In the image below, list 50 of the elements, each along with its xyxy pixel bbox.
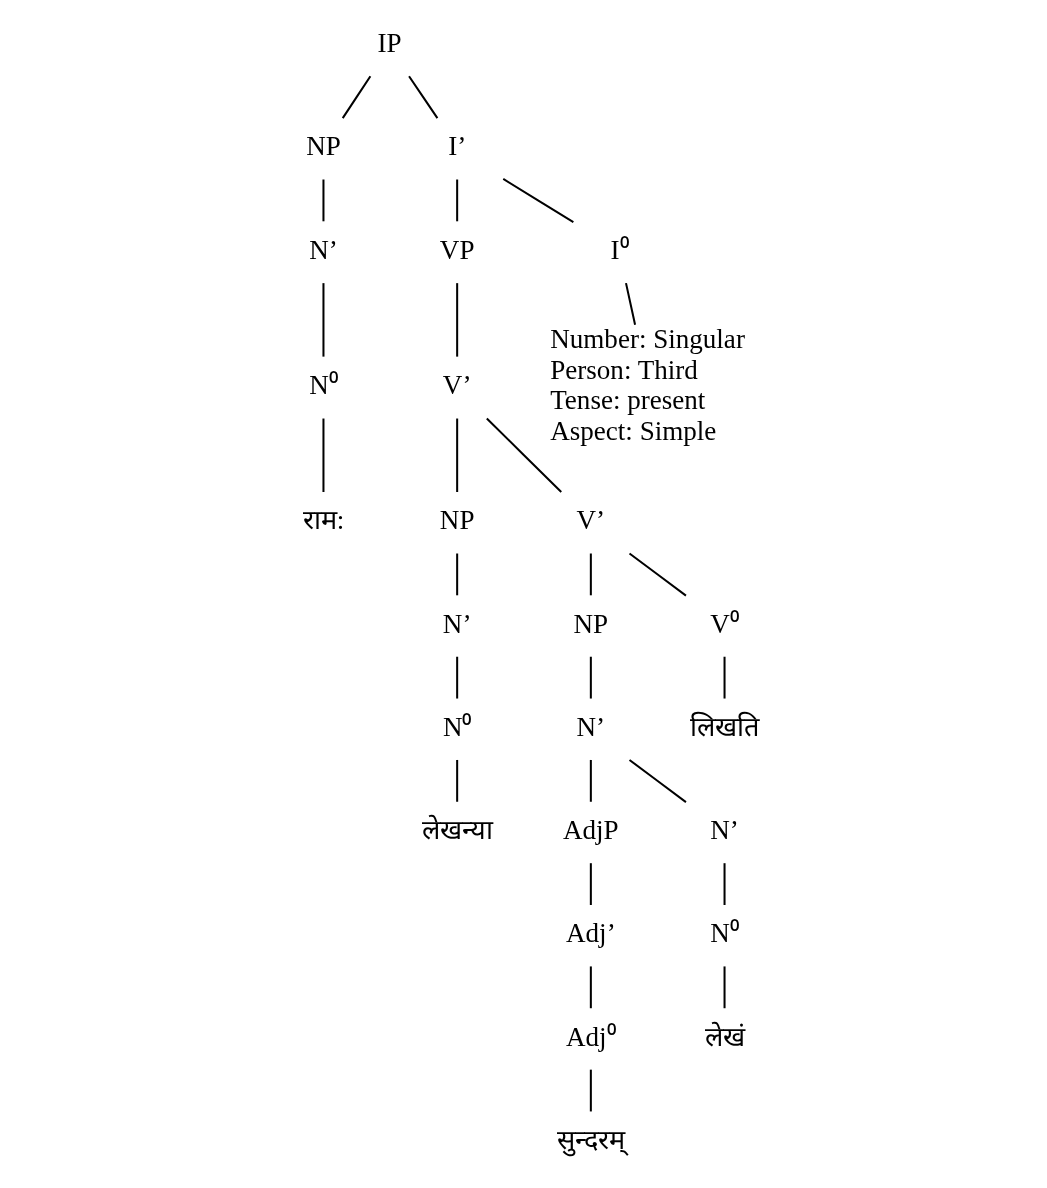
node-text: AdjP <box>562 815 619 846</box>
node-text: NP <box>305 131 341 162</box>
connector <box>628 759 687 803</box>
node-text: Adj’ <box>565 918 616 949</box>
connector <box>455 283 458 357</box>
node-text: राम: <box>302 505 344 536</box>
connector <box>589 863 592 905</box>
node-text: Number: Singular Person: Third Tense: present Aspect: Simple <box>549 324 745 446</box>
connector <box>321 283 324 357</box>
connector <box>341 75 371 119</box>
connector <box>628 552 687 597</box>
connector <box>723 966 726 1009</box>
node-text: NP <box>573 608 608 639</box>
node-text: VP <box>439 234 474 265</box>
node-text: लेखन्या <box>421 815 493 846</box>
connector <box>407 75 438 119</box>
node-text: V⁰ <box>709 608 739 639</box>
connector <box>589 759 592 802</box>
node-text: I⁰ <box>610 234 629 265</box>
node-text: N⁰ <box>709 918 739 949</box>
node-text: N’ <box>709 815 739 846</box>
connector <box>321 179 324 222</box>
node-text: N’ <box>576 711 605 742</box>
connector <box>589 966 592 1009</box>
node-text: N⁰ <box>442 711 471 742</box>
connector <box>589 553 592 596</box>
connector <box>485 417 562 493</box>
connector <box>502 178 574 223</box>
connector <box>624 282 636 325</box>
connector <box>455 418 458 492</box>
connector <box>723 863 726 905</box>
node-text: IP <box>376 28 401 59</box>
node-text: V’ <box>576 505 605 536</box>
connector <box>455 179 458 222</box>
node-text: N⁰ <box>308 369 338 400</box>
connector <box>455 553 458 596</box>
node-text: NP <box>439 505 474 536</box>
node-text: N’ <box>308 234 338 265</box>
connector <box>455 656 458 699</box>
connector <box>321 418 324 492</box>
connector <box>455 759 458 802</box>
node-text: लिखति <box>689 711 759 742</box>
node-text: N’ <box>442 608 471 639</box>
node-text: लेखं <box>704 1021 745 1052</box>
connector <box>589 656 592 699</box>
connector <box>723 656 726 699</box>
connector <box>589 1069 592 1112</box>
node-text: V’ <box>442 369 471 400</box>
node-text: I’ <box>447 131 466 162</box>
node-text: Adj⁰ <box>565 1021 616 1052</box>
